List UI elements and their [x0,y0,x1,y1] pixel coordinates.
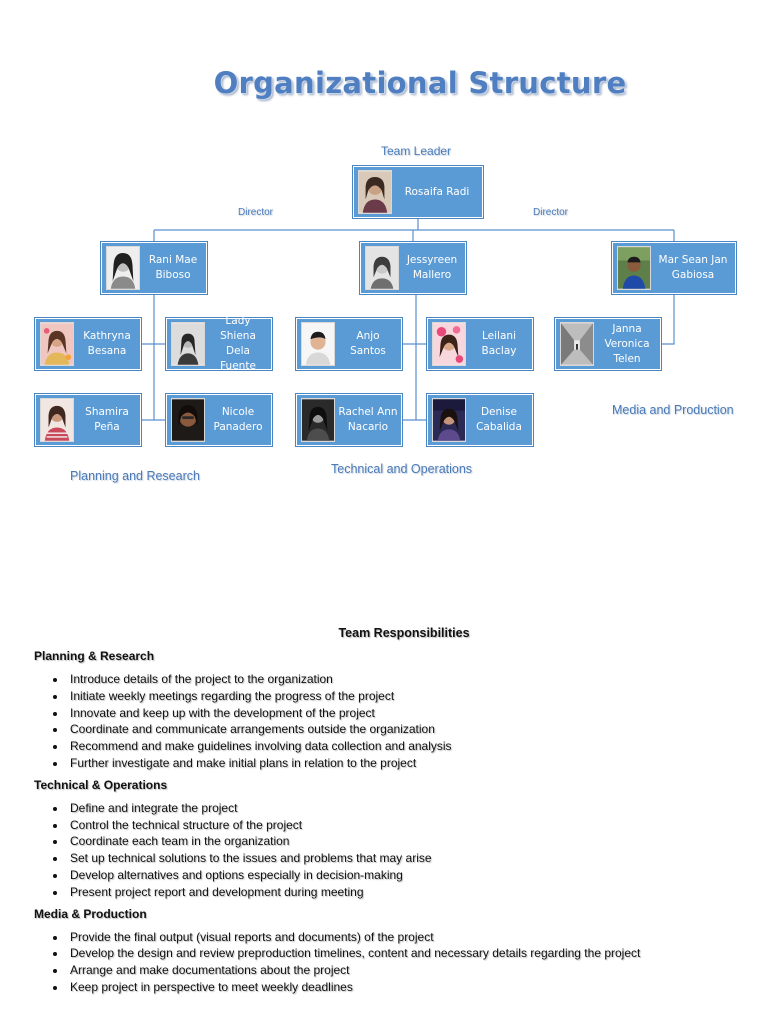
list-item: Further investigate and make initial pla… [53,755,734,772]
node-member-shamira: Shamira Peña [35,394,141,446]
node-name: Denise Cabalida [476,406,522,433]
list-item: Define and integrate the project [53,800,734,817]
label-team-leader: Team Leader [381,144,452,158]
node-name: Kathryna Besana [83,330,131,357]
list-item: Innovate and keep up with the developmen… [53,705,734,722]
node-member-rachel: Rachel Ann Nacario [296,394,402,446]
node-name: Rani Mae Biboso [148,254,198,281]
planning-responsibilities-list: Introduce details of the project to the … [34,671,734,772]
profile-photo [617,246,651,290]
profile-photo [365,246,399,290]
node-member-denise: Denise Cabalida [427,394,533,446]
profile-photo [301,398,335,442]
node-name: Janna Veronica Telen [604,322,650,365]
node-name: Anjo Santos [350,330,386,357]
list-item: Control the technical structure of the p… [53,817,734,834]
list-item: Keep project in perspective to meet week… [53,979,734,996]
list-item: Arrange and make documentations about th… [53,962,734,979]
profile-photo [171,398,205,442]
section-heading-planning: Planning & Research [34,649,155,663]
node-name: Rosaifa Radi [404,185,470,198]
profile-photo [432,322,466,366]
node-name: Mar Sean Jan Gabiosa [658,254,728,281]
node-member-lady-shiena: Lady Shiena Dela Fuente [166,315,272,372]
technical-responsibilities-list: Define and integrate the project Control… [34,800,734,901]
profile-photo [171,322,205,366]
node-team-leader: Rosaifa Radi [353,166,483,218]
node-name: Rachel Ann Nacario [338,406,398,433]
list-item: Introduce details of the project to the … [53,671,734,688]
list-item: Provide the final output (visual reports… [53,929,734,946]
list-item: Develop alternatives and options especia… [53,867,734,884]
profile-photo [106,246,140,290]
profile-photo [301,322,335,366]
node-member-anjo: Anjo Santos [296,318,402,370]
section-heading-media: Media & Production [34,906,147,921]
list-item: Develop the design and review preproduct… [53,945,734,962]
team-responsibilities: Team Responsibilities Planning & Researc… [34,626,734,1002]
profile-photo [40,322,74,366]
node-name: Nicole Panadero [213,406,263,433]
node-director-technical: Jessyreen Mallero [360,242,466,294]
label-planning-research: Planning and Research [70,469,200,483]
node-member-nicole: Nicole Panadero [166,394,272,446]
list-item: Present project report and development d… [53,884,734,901]
profile-photo [560,322,594,366]
profile-photo [432,398,466,442]
list-item: Set up technical solutions to the issues… [53,850,734,867]
node-member-janna: Janna Veronica Telen [555,318,661,370]
label-director-right: Director [533,207,569,218]
section-heading-technical: Technical & Operations [34,777,168,792]
node-member-leilani: Leilani Baclay [427,318,533,370]
list-item: Initiate weekly meetings regarding the p… [53,688,734,705]
list-item: Recommend and make guidelines involving … [53,738,734,755]
label-technical-operations: Technical and Operations [331,462,473,476]
node-name: Lady Shiena Dela Fuente [220,315,256,372]
responsibilities-title: Team Responsibilities [338,626,470,640]
label-media-production: Media and Production [612,403,734,417]
label-director-left: Director [238,207,274,218]
list-item: Coordinate and communicate arrangements … [53,721,734,738]
profile-photo [358,170,392,214]
node-name: Jessyreen Mallero [406,254,458,281]
node-director-planning: Rani Mae Biboso [101,242,207,294]
page-title: Organizational Structure [213,66,627,100]
list-item: Coordinate each team in the organization [53,833,734,850]
media-responsibilities-list: Provide the final output (visual reports… [34,929,734,996]
node-name: Leilani Baclay [481,330,517,357]
node-name: Shamira Peña [85,406,129,433]
connector-media-trunk [661,293,675,345]
node-member-kathryna: Kathryna Besana [35,318,141,370]
profile-photo [40,398,74,442]
node-director-media: Mar Sean Jan Gabiosa [612,242,736,294]
